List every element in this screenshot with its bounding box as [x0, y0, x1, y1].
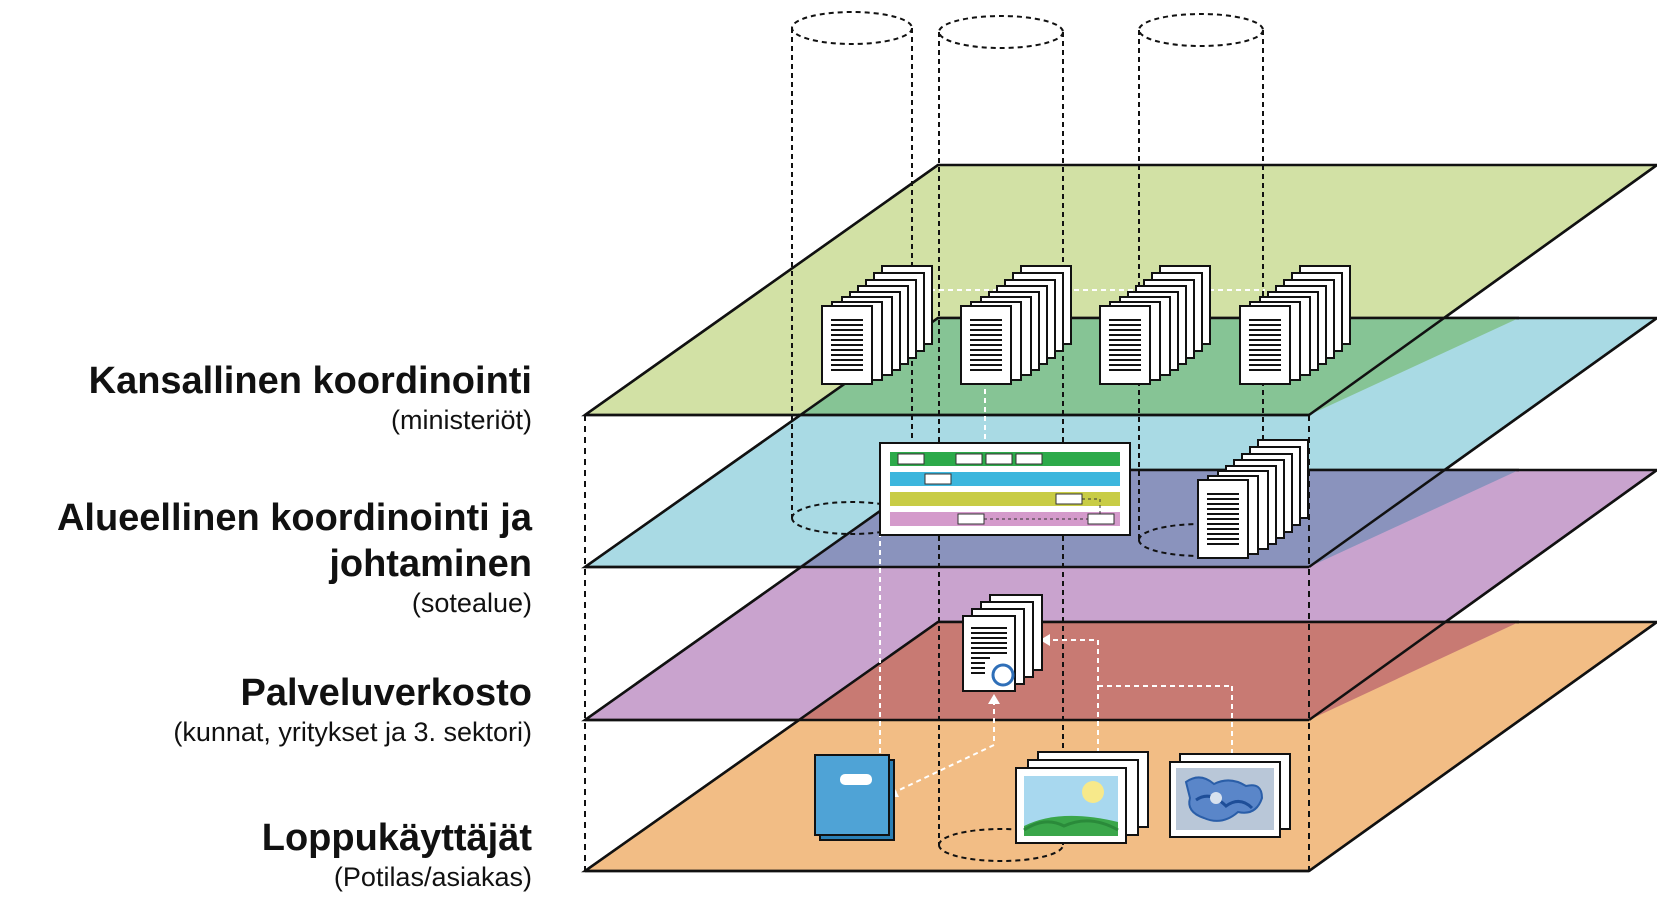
layer-title-regional-line2: johtaminen [329, 543, 532, 585]
layer-subtitle-regional: (sotealue) [411, 588, 532, 618]
certificate-document-stack [962, 594, 1043, 692]
tablet-device-icon [814, 754, 895, 841]
label-national: Kansallinen koordinointi (ministeriöt) [89, 358, 532, 436]
layer-title-regional-line1: Alueellinen koordinointi ja [56, 497, 532, 539]
certificate-seal-icon [991, 663, 1015, 687]
cylinder-2 [938, 15, 1064, 862]
map-photo-stack [1169, 753, 1291, 838]
process-bar-yellow [890, 492, 1120, 506]
arrowhead [988, 694, 1000, 704]
layer-title-national: Kansallinen koordinointi [88, 360, 532, 402]
layer-subtitle-endusers: (Potilas/asiakas) [333, 862, 532, 892]
layer-title-network: Palveluverkosto [240, 672, 532, 714]
layer-title-endusers: Loppukäyttäjät [261, 817, 532, 859]
label-endusers: Loppukäyttäjät (Potilas/asiakas) [262, 815, 532, 893]
layer-subtitle-network: (kunnat, yritykset ja 3. sektori) [173, 717, 532, 747]
label-regional: Alueellinen koordinointi ja johtaminen (… [57, 495, 532, 619]
label-network: Palveluverkosto (kunnat, yritykset ja 3.… [173, 670, 532, 748]
layer-subtitle-national: (ministeriöt) [390, 405, 532, 435]
process-chart [879, 442, 1131, 536]
landscape-photo-stack [1015, 751, 1149, 844]
arrowhead [1040, 634, 1050, 646]
